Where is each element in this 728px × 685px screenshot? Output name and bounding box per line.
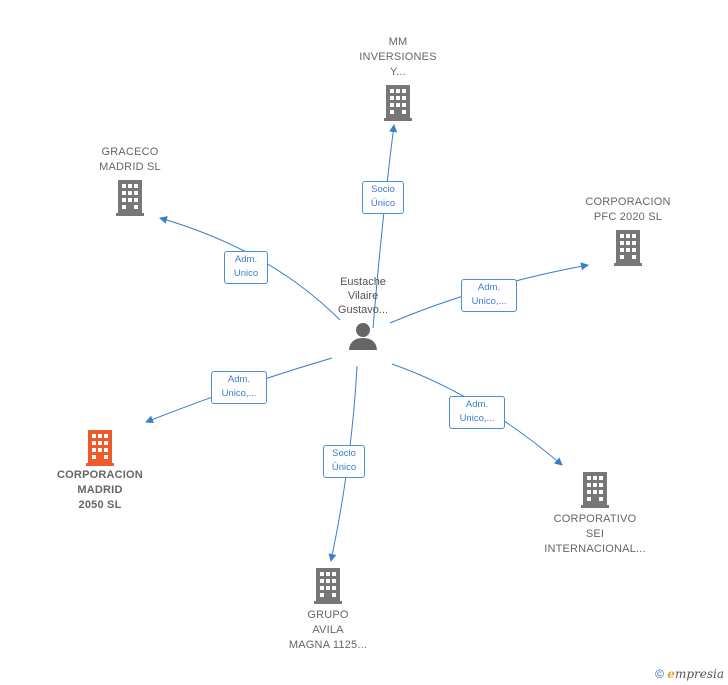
company-label-avila: GRUPO AVILA MAGNA 1125... bbox=[288, 609, 368, 651]
building-icon bbox=[614, 230, 642, 266]
edge-label-pfc[interactable]: Adm. Unico,... bbox=[461, 279, 517, 312]
company-label-madrid2050: CORPORACION MADRID 2050 SL bbox=[57, 469, 143, 511]
building-icon bbox=[86, 430, 114, 466]
company-label-mm: MM INVERSIONES Y... bbox=[359, 36, 437, 78]
company-node-graceco[interactable]: GRACECO MADRID SL bbox=[80, 145, 180, 216]
center-person-label: Eustache Vilaire Gustavo... bbox=[337, 276, 389, 316]
building-icon bbox=[116, 180, 144, 216]
center-person-node[interactable]: Eustache Vilaire Gustavo... bbox=[318, 275, 408, 351]
building-icon bbox=[314, 568, 342, 604]
company-node-pfc[interactable]: CORPORACION PFC 2020 SL bbox=[573, 195, 683, 266]
edge-to-mm bbox=[372, 124, 398, 329]
company-node-mm[interactable]: MM INVERSIONES Y... bbox=[348, 35, 448, 121]
building-icon bbox=[581, 472, 609, 508]
copyright-symbol: © bbox=[655, 667, 664, 681]
building-icon bbox=[384, 85, 412, 121]
company-node-madrid2050[interactable]: CORPORACION MADRID 2050 SL bbox=[48, 430, 152, 513]
person-icon bbox=[349, 323, 377, 350]
edge-label-madrid2050[interactable]: Adm. Unico,... bbox=[211, 371, 267, 404]
company-label-sei: CORPORATIVO SEI INTERNACIONAL... bbox=[544, 513, 646, 555]
edge-label-graceco[interactable]: Adm. Unico bbox=[224, 251, 268, 284]
edge-label-avila[interactable]: Socio Único bbox=[323, 445, 365, 478]
company-node-sei[interactable]: CORPORATIVO SEI INTERNACIONAL... bbox=[535, 472, 655, 557]
edge-label-mm[interactable]: Socio Único bbox=[362, 181, 404, 214]
company-node-avila[interactable]: GRUPO AVILA MAGNA 1125... bbox=[278, 568, 378, 653]
edge-label-sei[interactable]: Adm. Unico,... bbox=[449, 396, 505, 429]
footer-brand[interactable]: © empresia bbox=[655, 667, 724, 681]
brand-logo: empresia bbox=[667, 667, 724, 681]
company-label-graceco: GRACECO MADRID SL bbox=[99, 146, 161, 173]
company-label-pfc: CORPORACION PFC 2020 SL bbox=[585, 196, 671, 223]
